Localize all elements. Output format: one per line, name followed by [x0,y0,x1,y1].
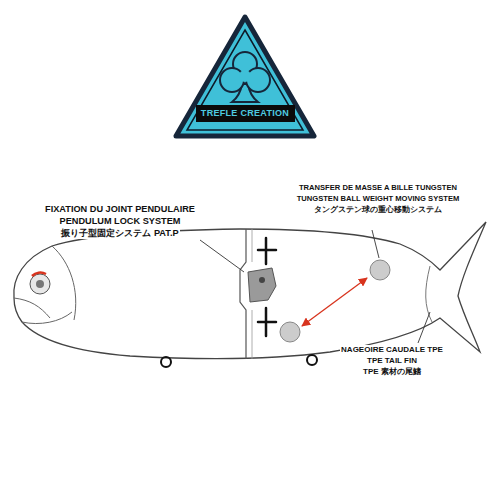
tungsten-ball [370,260,390,280]
lure-body [14,222,486,359]
tail-joint [426,266,432,322]
callout-text: FIXATION DU JOINT PENDULAIRE [44,204,196,215]
callout-text: TPE TAIL FIN [366,356,418,365]
body-joint [240,229,246,359]
callout-text: TUNGSTEN BALL WEIGHT MOVING SYSTEM [296,195,461,204]
pendulum-pin [259,277,265,283]
callout-text: タングステン球の重心移動システム [313,206,443,215]
logo-inner-line [187,30,303,130]
callout-text: 振り子型固定システム PAT.P [60,228,179,239]
pendulum-lock [248,268,276,302]
tungsten-ball [280,322,300,342]
leader-line [200,240,244,272]
brand-name: TREFLE CREATION [201,108,289,118]
weight-transfer-arrow [302,278,367,326]
callout-text: TPE 素材の尾鰭 [362,367,422,376]
callout-text: NAGEOIRE CAUDALE TPE [340,345,444,354]
line-tie [161,357,171,367]
joint-bars [258,238,276,336]
callout-text: PENDULUM LOCK SYSTEM [59,216,182,227]
club-symbol [220,52,270,102]
leader-line [418,312,430,343]
pupil [36,280,44,288]
logo-triangle [176,17,314,136]
eye [30,274,50,294]
logo-banner: TREFLE CREATION [196,105,295,122]
gill-lines [14,246,76,324]
eye-mark [32,273,46,276]
leader-line [372,230,379,258]
callout-text: TRANSFER DE MASSE A BILLE TUNGSTEN [298,184,458,193]
line-tie [307,355,317,365]
